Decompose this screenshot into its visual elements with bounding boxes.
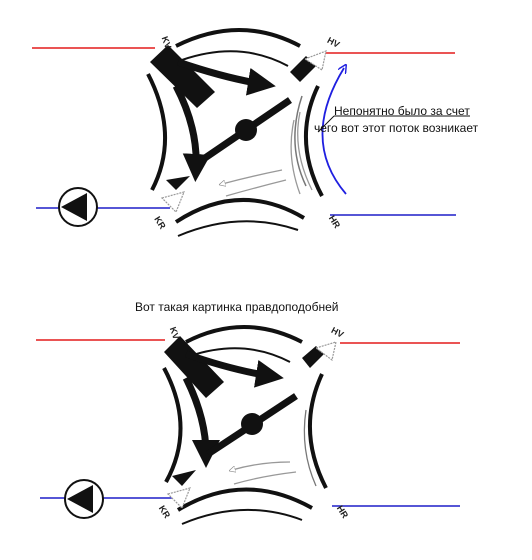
pump-icon [58,187,98,227]
port-hr-label: HR [327,214,343,231]
port-kr-label: KR [152,214,168,231]
port-kv-label: KV [160,35,174,50]
note-text-line1: Непонятно было за счет [334,104,470,118]
mystery-flow-arrow [321,68,346,195]
return-flow-arrows [222,111,313,197]
note-leader-line [317,115,335,133]
valve-body [146,28,324,237]
port-kr-label: KR [157,504,173,521]
port-hv-label: HV [330,325,346,340]
mixing-valve-diagram-top: KV HV KR HR [32,28,470,237]
hot-flow-arrows: KV HV KR HR [150,35,342,231]
return-flow-arrows [232,409,317,487]
port-kv-label: KV [168,326,182,341]
valve-rotor-icon [200,97,292,163]
note-text-line2: чего вот этот поток возникает [314,121,479,135]
port-hv-label: HV [326,35,342,50]
hot-flow-arrows: KV HV KR HR [157,325,351,520]
middle-caption: Вот такая картинка правдоподобней [135,300,339,314]
mixing-valve-diagram-bottom: KV HV KR HR [36,325,460,525]
pump-icon [64,479,104,519]
valve-rotor-icon [206,393,298,457]
valve-body [162,325,328,525]
